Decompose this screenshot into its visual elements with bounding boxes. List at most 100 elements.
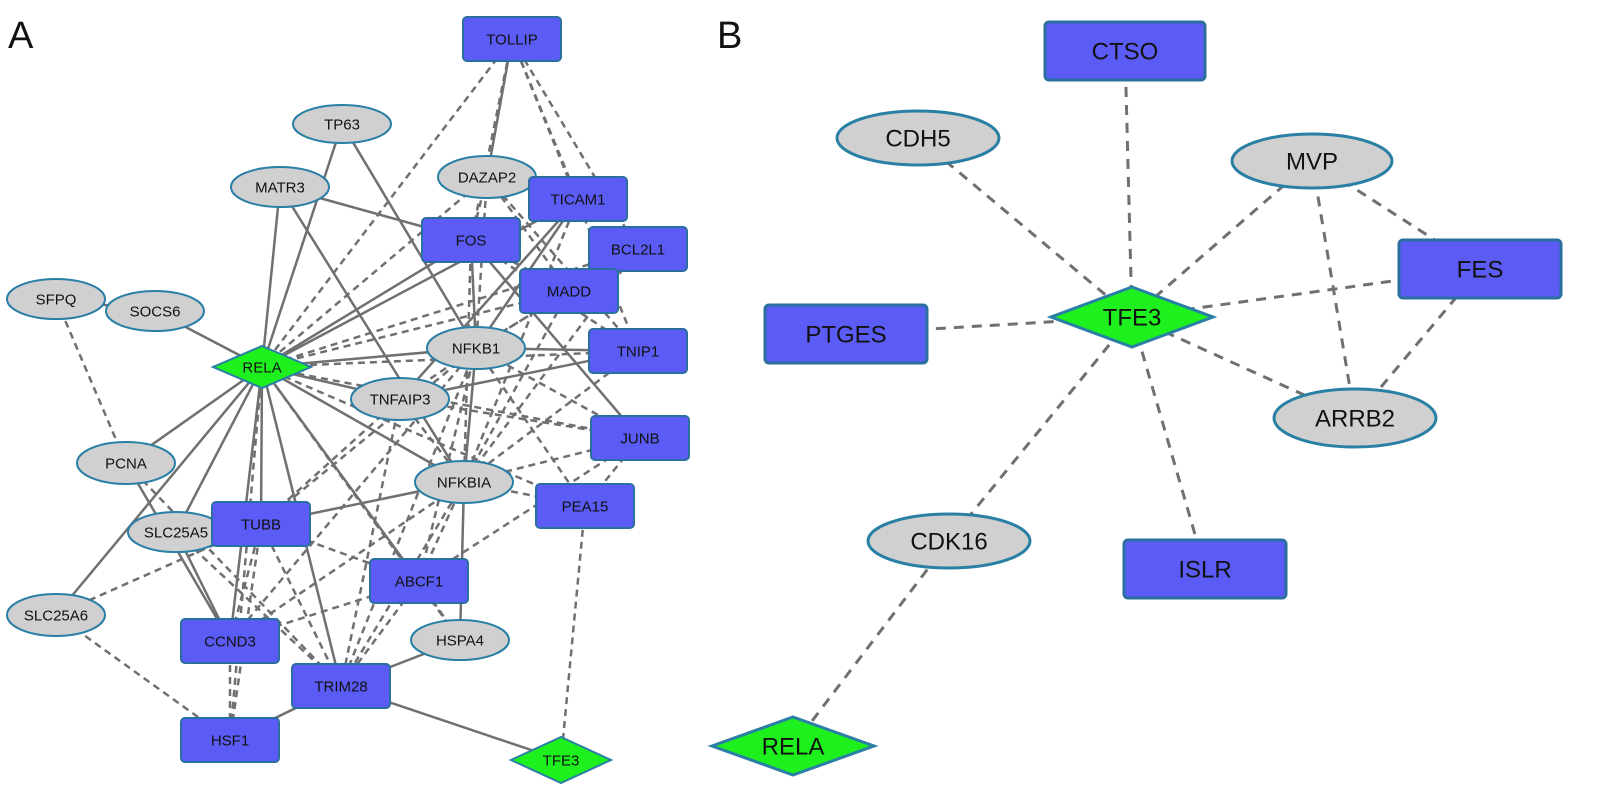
node-matr3: MATR3 [230,166,330,208]
node-shape-ptges [763,303,929,365]
node-label-hsf1: HSF1 [211,733,249,750]
node-label-tp63: TP63 [324,117,360,134]
node-label-cdk16: CDK16 [910,529,987,556]
node-label-hspa4: HSPA4 [436,633,484,650]
node-shape-socs6 [105,290,205,332]
edge-rela-junb [261,365,641,440]
node-trim28: TRIM28 [291,663,391,709]
node-slc25a6: SLC25A6 [6,593,106,637]
edge-nfkbia-trim28 [339,481,466,687]
node-label-dazap2: DAZAP2 [458,170,516,187]
node-ticam1: TICAM1 [528,176,628,222]
node-shape-tfe3 [508,735,614,785]
node-label-tfe3: TFE3 [543,753,580,770]
node-dazap2: DAZAP2 [437,155,537,199]
edge-matr3-nfkbia [278,186,466,483]
node-tfe3: TFE3 [508,735,614,785]
node-shape-rela [210,344,314,390]
edge-nfkb1-trim28 [339,347,478,687]
node-label-arrb2: ARRB2 [1315,406,1395,433]
node-shape-tp63 [292,104,392,144]
node-label-fes: FES [1457,257,1504,284]
edge-pea15-tfe3 [559,505,587,761]
node-abcf1: ABCF1 [369,558,469,604]
node-tubb: TUBB [211,501,311,547]
edge-layer-a [54,38,641,762]
node-shape-ctso [1043,20,1207,82]
edge-rela-slc25a5 [174,366,264,533]
node-shape-islr [1122,538,1288,600]
node-ptges: PTGES [763,303,929,365]
node-label-trim28: TRIM28 [314,679,367,696]
node-shape-tubb [211,501,311,547]
node-shape-sfpq [6,278,106,320]
node-label-tnfaip3: TNFAIP3 [370,392,431,409]
node-label-rela: RELA [762,734,825,761]
edge-abcf1-ccnd3 [229,579,420,643]
node-shape-bcl2l1 [588,226,688,272]
node-label-nfkb1: NFKB1 [452,341,500,358]
edge-rela-tnip1 [261,349,639,369]
node-shape-slc25a6 [6,593,106,637]
node-label-slc25a5: SLC25A5 [144,525,208,542]
node-ccnd3: CCND3 [180,618,280,664]
node-label-ptges: PTGES [805,322,886,349]
node-shape-fes [1397,238,1563,300]
edge-tubb-trim28 [259,523,343,687]
node-label-madd: MADD [547,284,591,301]
edge-matr3-rela [260,186,282,368]
node-label-islr: ISLR [1178,557,1231,584]
edge-pcna-trim28 [125,462,342,687]
node-shape-mvp [1230,132,1394,190]
node-label-junb: JUNB [620,431,659,448]
node-shape-trim28 [291,663,391,709]
node-rela: RELA [210,344,314,390]
node-hspa4: HSPA4 [410,619,510,661]
edge-sfpq-pcna [54,298,128,464]
node-shape-tfe3 [1046,285,1218,349]
node-label-nfkbia: NFKBIA [437,475,491,492]
node-shape-arrb2 [1272,387,1438,449]
edge-dazap2-tnip1 [486,176,639,352]
node-label-sfpq: SFPQ [36,292,77,309]
node-tfe3: TFE3 [1046,285,1218,349]
edge-rela-slc25a6 [55,366,263,616]
node-label-bcl2l1: BCL2L1 [611,242,665,259]
edge-dazap2-rela [261,176,488,368]
node-tollip: TOLLIP [462,16,562,62]
edge-tollip-rela [261,38,513,368]
edge-tfe3-cdk16 [947,316,1134,542]
node-shape-ccnd3 [180,618,280,664]
edge-rela-madd [261,289,570,369]
node-slc25a5: SLC25A5 [127,511,225,553]
node-label-tollip: TOLLIP [486,32,537,49]
node-shape-hspa4 [410,619,510,661]
node-label-ccnd3: CCND3 [204,634,256,651]
node-cdh5: CDH5 [835,109,1001,167]
node-fos: FOS [421,217,521,263]
edge-ctso-tfe3 [1123,50,1134,318]
node-hsf1: HSF1 [180,717,280,763]
edge-tp63-nfkb1 [340,123,478,349]
edge-fos-junb [470,239,641,439]
node-madd: MADD [519,268,619,314]
node-label-ctso: CTSO [1092,39,1159,66]
node-ctso: CTSO [1043,20,1207,82]
node-fes: FES [1397,238,1563,300]
node-shape-ticam1 [528,176,628,222]
node-shape-junb [590,415,690,461]
node-rela: RELA [707,715,879,777]
node-shape-rela [707,715,879,777]
node-cdk16: CDK16 [866,512,1032,570]
node-label-abcf1: ABCF1 [395,574,443,591]
edge-tfe3-islr [1130,316,1207,570]
node-label-slc25a6: SLC25A6 [24,608,88,625]
node-layer-b: CTSOCDH5MVPFESPTGESTFE3ARRB2CDK16ISLRREL… [707,20,1563,777]
node-pcna: PCNA [76,441,176,485]
node-label-ticam1: TICAM1 [550,192,605,209]
edge-rela-hsf1 [228,366,264,741]
node-tnip1: TNIP1 [588,328,688,374]
node-shape-pcna [76,441,176,485]
edge-junb-abcf1 [418,436,641,583]
